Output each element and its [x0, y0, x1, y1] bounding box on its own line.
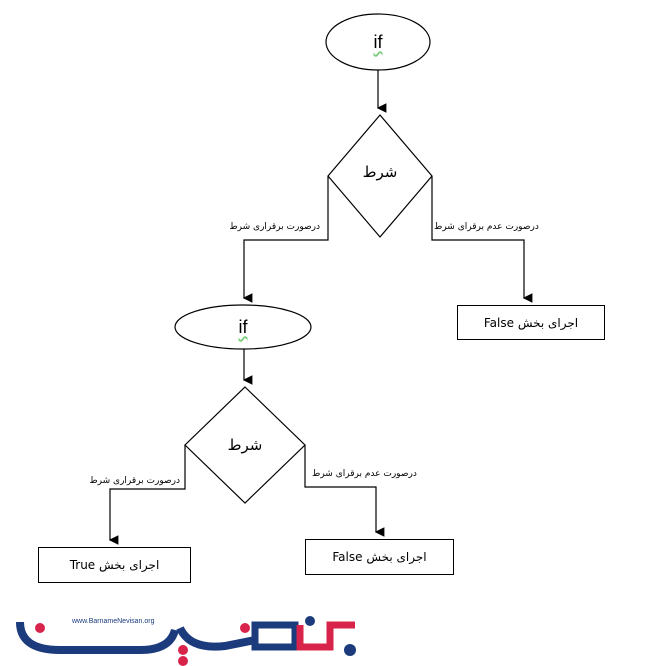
condition-1-diamond — [327, 114, 433, 238]
false-edge-label-2: درصورت عدم برقرای شرط — [312, 469, 417, 479]
false-box-2: اجرای بخش False — [305, 539, 454, 575]
false-edge-label-1: درصورت عدم برقرای شرط — [434, 222, 539, 232]
start-if-label: if — [373, 31, 383, 52]
nested-if-node: if — [175, 307, 311, 347]
false-box-1: اجرای بخش False — [457, 305, 605, 340]
condition-2-diamond — [184, 386, 306, 504]
true-edge-label-1: درصورت برقراری شرط — [229, 222, 320, 232]
nested-if-ellipse — [174, 304, 312, 350]
condition-1-label: شرط — [362, 163, 398, 181]
true-edge-label-2: درصورت برقراری شرط — [89, 476, 180, 486]
logo-url: www.BarnameNevisan.org — [72, 618, 155, 625]
condition-2-label: شرط — [227, 436, 263, 454]
logo-graphic — [16, 616, 356, 666]
nested-if-label: if — [238, 316, 248, 337]
true-box: اجرای بخش True — [38, 547, 191, 583]
start-if-node: if — [326, 22, 430, 62]
